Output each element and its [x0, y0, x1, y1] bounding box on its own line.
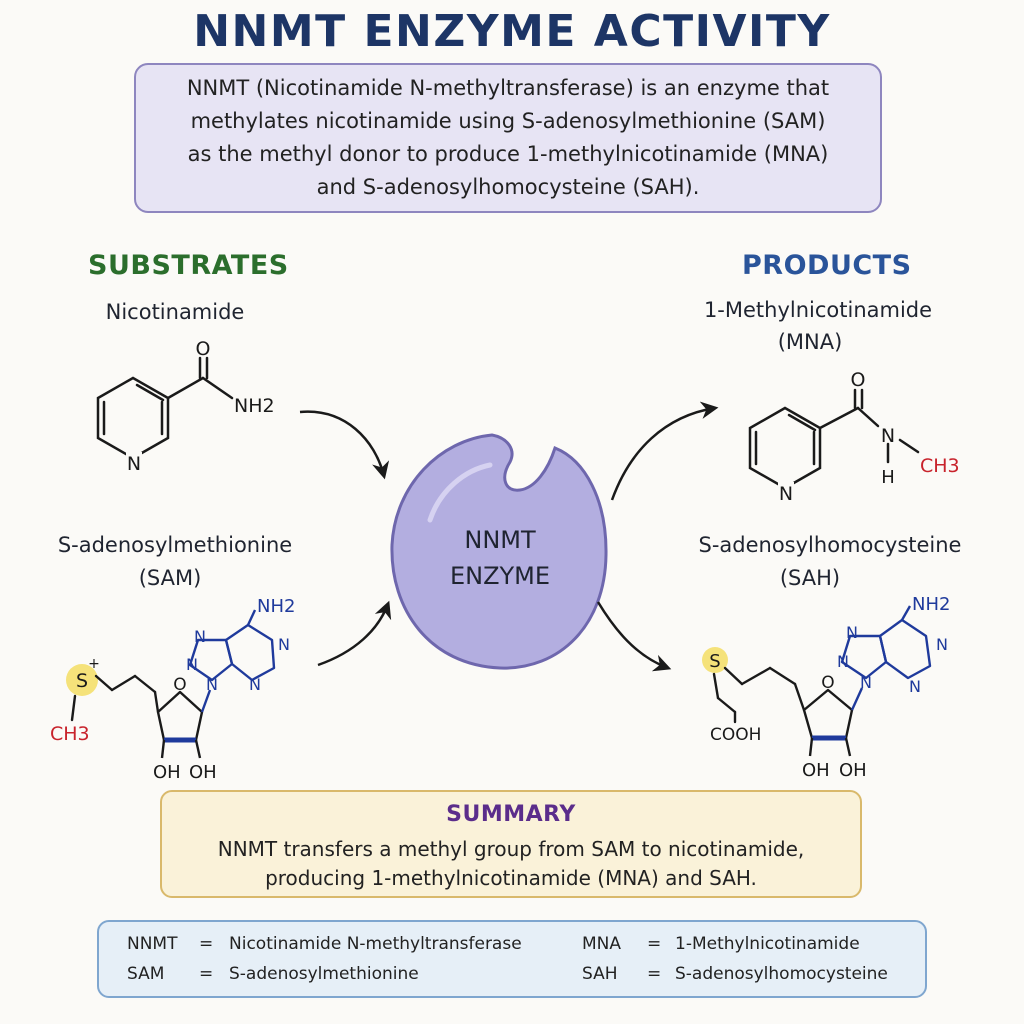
- legend-equals: =: [647, 934, 662, 954]
- sam-ring-oxygen-label: O: [173, 675, 186, 695]
- summary-title: SUMMARY: [446, 802, 576, 827]
- sah-adenine-n-label: N: [846, 623, 858, 642]
- nicotinamide-oxygen-label: O: [196, 338, 211, 360]
- sam-sulfur-label: S: [76, 670, 88, 692]
- sah-adenine-n-label: N: [909, 677, 921, 696]
- sam-adenine-n-label: N: [186, 655, 198, 674]
- legend-abbr: SAM: [127, 964, 165, 984]
- sah-ring-oxygen-label: O: [821, 673, 834, 693]
- sam-adenine-nh2-label: NH2: [257, 596, 295, 617]
- summary-line: producing 1-methylnicotinamide (MNA) and…: [265, 866, 757, 890]
- sam-oh2-label: OH: [189, 762, 217, 783]
- legend-equals: =: [647, 964, 662, 984]
- sah-label: S-adenosylhomocysteine: [698, 533, 962, 557]
- intro-line: NNMT (Nicotinamide N-methyltransferase) …: [186, 76, 830, 100]
- abbreviation-legend: NNMT = Nicotinamide N-methyltransferase …: [97, 920, 927, 998]
- legend-definition: Nicotinamide N-methyltransferase: [229, 934, 522, 954]
- nicotinamide-structure: [96, 356, 234, 460]
- sam-oh1-label: OH: [153, 762, 181, 783]
- mna-ring-n-label: N: [779, 483, 793, 505]
- mna-structure: [748, 388, 920, 490]
- sah-adenine-n-label: N: [837, 652, 849, 671]
- enzyme-label-line1: NNMT: [464, 526, 536, 554]
- legend-definition: S-adenosylhomocysteine: [675, 964, 888, 984]
- legend-definition: 1-Methylnicotinamide: [675, 934, 860, 954]
- sam-methyl-label: CH3: [50, 723, 90, 745]
- sah-sulfur-label: S: [709, 651, 720, 672]
- sah-sulfur-highlight: [702, 647, 728, 673]
- mna-amide-n-label: N: [881, 425, 895, 447]
- sah-carboxyl-label: COOH: [710, 725, 761, 745]
- summary-line: NNMT transfers a methyl group from SAM t…: [217, 837, 805, 861]
- sah-structure: [702, 605, 932, 757]
- sam-adenine-n-label: N: [206, 675, 218, 694]
- mna-n-bg: [778, 482, 794, 504]
- sah-oh2-label: OH: [839, 760, 867, 781]
- mna-methyl-label: CH3: [920, 455, 960, 477]
- intro-line: methylates nicotinamide using S-adenosyl…: [190, 109, 826, 133]
- arrow-sam-to-enzyme: [317, 600, 392, 667]
- sam-adenine-n-label: N: [194, 627, 206, 646]
- sah-abbr-label: (SAH): [779, 566, 841, 590]
- intro-line: and S-adenosylhomocysteine (SAH).: [316, 175, 700, 199]
- page-title: NNMT ENZYME ACTIVITY: [193, 6, 831, 57]
- legend-equals: =: [199, 964, 214, 984]
- sam-abbr-label: (SAM): [138, 566, 202, 590]
- legend-definition: S-adenosylmethionine: [229, 964, 419, 984]
- mna-hydrogen-label: H: [881, 467, 895, 488]
- sah-oh1-label: OH: [802, 760, 830, 781]
- intro-box: NNMT (Nicotinamide N-methyltransferase) …: [134, 63, 882, 213]
- nicotinamide-ring-n-label: N: [127, 453, 141, 475]
- substrates-heading: SUBSTRATES: [88, 250, 289, 281]
- sam-adenine-n-label: N: [249, 675, 261, 694]
- arrow-nicotinamide-to-enzyme: [299, 410, 390, 480]
- legend-abbr: MNA: [582, 934, 622, 954]
- enzyme-label-line2: ENZYME: [450, 562, 550, 590]
- summary-box: SUMMARY NNMT transfers a methyl group fr…: [160, 790, 862, 898]
- arrow-enzyme-to-mna: [610, 401, 719, 501]
- sah-adenine-n-label: N: [936, 635, 948, 654]
- sam-label: S-adenosylmethionine: [57, 533, 293, 557]
- intro-line: as the methyl donor to produce 1-methyln…: [187, 142, 829, 166]
- sah-adenine-n-label: N: [860, 673, 872, 692]
- nicotinamide-nh2-label: NH2: [234, 395, 275, 417]
- mna-oxygen-label: O: [851, 369, 866, 391]
- legend-equals: =: [199, 934, 214, 954]
- sam-sulfur-highlight: [66, 664, 98, 696]
- sah-adenine-nh2-label: NH2: [912, 594, 950, 615]
- sam-charge-label: +: [88, 656, 100, 672]
- arrow-enzyme-to-sah: [596, 601, 672, 672]
- mna-label: 1-Methylnicotinamide: [703, 298, 933, 322]
- nicotinamide-n-bg: [126, 452, 142, 474]
- legend-abbr: SAH: [582, 964, 618, 984]
- sam-adenine-n-label: N: [278, 635, 290, 654]
- nicotinamide-label: Nicotinamide: [105, 300, 245, 324]
- enzyme-highlight: [427, 462, 493, 523]
- sam-structure: [66, 609, 276, 759]
- mna-abbr-label: (MNA): [777, 330, 843, 354]
- legend-abbr: NNMT: [127, 934, 178, 954]
- products-heading: PRODUCTS: [742, 250, 912, 281]
